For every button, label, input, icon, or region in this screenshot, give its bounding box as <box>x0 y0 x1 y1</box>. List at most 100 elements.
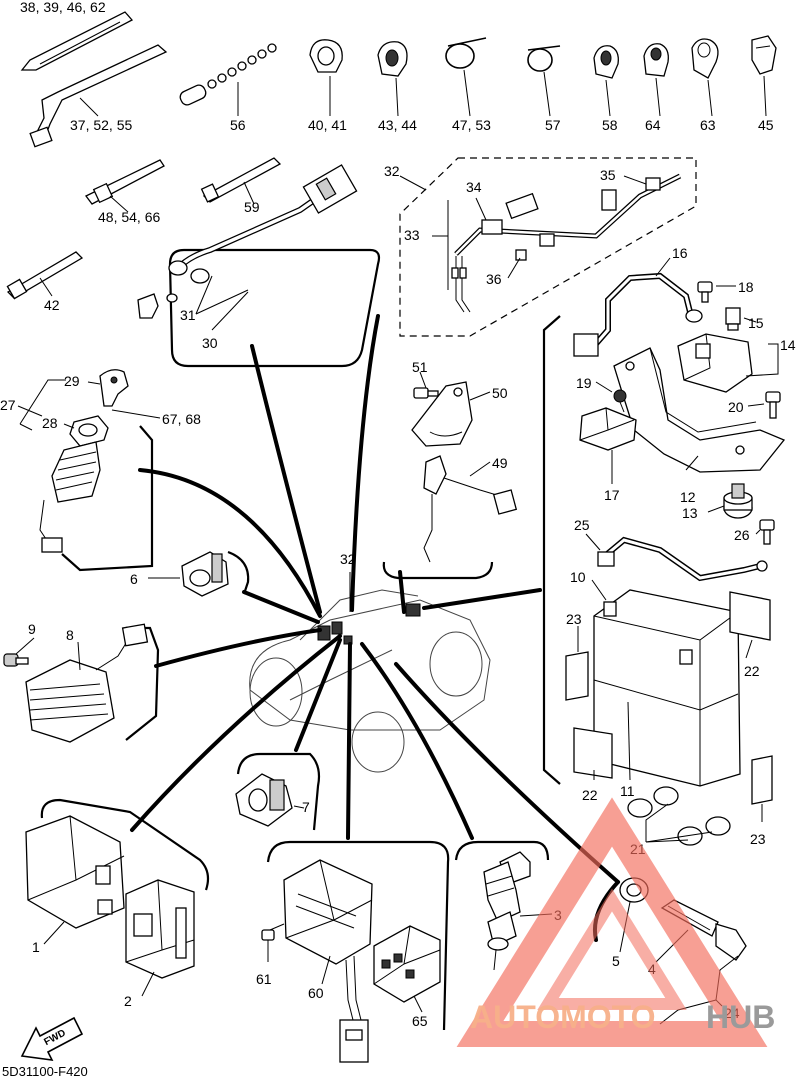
clip-57[interactable] <box>527 45 561 72</box>
cap-21[interactable] <box>627 786 731 846</box>
cable-tie-42[interactable] <box>6 251 84 300</box>
callout-20: 20 <box>728 399 744 415</box>
starter-relay-14[interactable] <box>677 333 753 393</box>
callout-5: 5 <box>612 953 620 969</box>
callout-42: 42 <box>44 297 60 313</box>
callout-15: 15 <box>748 315 764 331</box>
clamp-63[interactable] <box>691 38 719 79</box>
leader-battery <box>422 588 542 610</box>
leader-60 <box>346 642 352 840</box>
key-29[interactable] <box>99 369 129 407</box>
bead-strap-56[interactable] <box>178 43 277 107</box>
cable-tie-38[interactable] <box>20 11 134 71</box>
pad-23-right[interactable] <box>751 755 773 805</box>
ignition-coil-60[interactable] <box>283 859 373 1063</box>
panel-6-border <box>227 550 250 595</box>
callout-26: 26 <box>734 527 750 543</box>
leader-50 <box>350 314 380 612</box>
clamp-43[interactable] <box>377 41 408 77</box>
callout-25: 25 <box>574 517 590 533</box>
holder-45[interactable] <box>751 35 777 75</box>
fuse-15[interactable] <box>725 307 741 331</box>
panel-7-border <box>236 752 321 831</box>
sensor-49[interactable] <box>423 455 518 563</box>
bolt-20[interactable] <box>765 391 781 419</box>
callout-47: 47, 53 <box>452 117 491 133</box>
fwd-arrow-icon: FWD <box>20 1016 84 1061</box>
callout-29: 29 <box>64 373 80 389</box>
battery-11[interactable] <box>593 589 741 787</box>
bolt-51[interactable] <box>413 387 439 399</box>
panel-27-border <box>61 425 154 572</box>
pad-22-top[interactable] <box>729 591 771 641</box>
callout-59: 59 <box>244 199 260 215</box>
callout-23a: 23 <box>566 611 582 627</box>
leader-8 <box>154 628 322 668</box>
bolt-26[interactable] <box>759 519 775 545</box>
callout-37: 37, 52, 55 <box>70 117 132 133</box>
callout-8: 8 <box>66 627 74 643</box>
callout-7: 7 <box>302 799 310 815</box>
callout-36: 36 <box>486 271 502 287</box>
cable-tie-37[interactable] <box>29 44 168 148</box>
leader-7 <box>294 638 342 752</box>
rectifier-regulator-8[interactable] <box>25 623 149 743</box>
clamp-58[interactable] <box>593 45 619 79</box>
neutral-switch-6[interactable] <box>181 551 229 597</box>
callout-32a: 32 <box>384 163 400 179</box>
starter-cable-16[interactable] <box>573 272 703 357</box>
switch-7[interactable] <box>235 773 293 827</box>
callout-11: 11 <box>620 783 635 799</box>
callout-27: 27 <box>0 397 16 413</box>
sensor-3[interactable] <box>483 851 531 971</box>
pad-23-left[interactable] <box>565 651 589 701</box>
callout-34: 34 <box>466 179 482 195</box>
diagram-code: 5D31100-F420 <box>2 1064 88 1079</box>
callout-10: 10 <box>570 569 586 585</box>
watermark-logo: AUTOMOTO HUB <box>456 797 775 1047</box>
wire-harness-31[interactable] <box>137 164 358 319</box>
connector-65[interactable] <box>373 925 441 1003</box>
panel-30-border <box>168 248 381 368</box>
battery-cable-10[interactable] <box>597 536 768 582</box>
pad-22-bottom[interactable] <box>573 727 613 779</box>
callout-67: 67, 68 <box>162 411 201 427</box>
clamp-64[interactable] <box>643 43 669 77</box>
callout-22b: 22 <box>582 787 598 803</box>
watermark-auto: AUTOMOTO <box>470 999 655 1035</box>
callout-31: 31 <box>180 307 196 323</box>
callout-13: 13 <box>682 505 698 521</box>
callout-50: 50 <box>492 385 508 401</box>
callout-48: 48, 54, 66 <box>98 209 160 225</box>
screw-19[interactable] <box>613 389 627 413</box>
callout-6: 6 <box>130 571 138 587</box>
bolt-9[interactable] <box>3 653 29 667</box>
bolt-18[interactable] <box>697 281 713 303</box>
callout-38: 38, 39, 46, 62 <box>20 0 106 15</box>
group-14-border <box>542 315 561 785</box>
callout-40: 40, 41 <box>308 117 347 133</box>
callout-58: 58 <box>602 117 618 133</box>
clip-47[interactable] <box>445 37 487 69</box>
ecu-1[interactable] <box>25 815 125 929</box>
callout-16: 16 <box>672 245 688 261</box>
relay-17[interactable] <box>579 407 637 451</box>
clamp-40[interactable] <box>309 39 343 73</box>
bracket-50[interactable] <box>411 381 473 447</box>
callout-23b: 23 <box>750 831 766 847</box>
panel-49-border <box>382 561 494 580</box>
damper-13[interactable] <box>723 483 753 519</box>
callout-61: 61 <box>256 971 272 987</box>
callout-28: 28 <box>42 415 58 431</box>
cable-tie-59[interactable] <box>200 157 282 203</box>
sub-harness-33[interactable] <box>451 173 682 313</box>
bolt-61[interactable] <box>261 923 285 941</box>
leader-30 <box>250 344 322 614</box>
main-switch-28[interactable] <box>39 415 109 553</box>
panel-60-border <box>266 840 450 1031</box>
callout-18: 18 <box>738 279 754 295</box>
cdi-unit-2[interactable] <box>125 879 195 979</box>
cable-tie-48[interactable] <box>85 159 165 205</box>
callout-19: 19 <box>576 375 592 391</box>
callout-14: 14 <box>780 337 796 353</box>
